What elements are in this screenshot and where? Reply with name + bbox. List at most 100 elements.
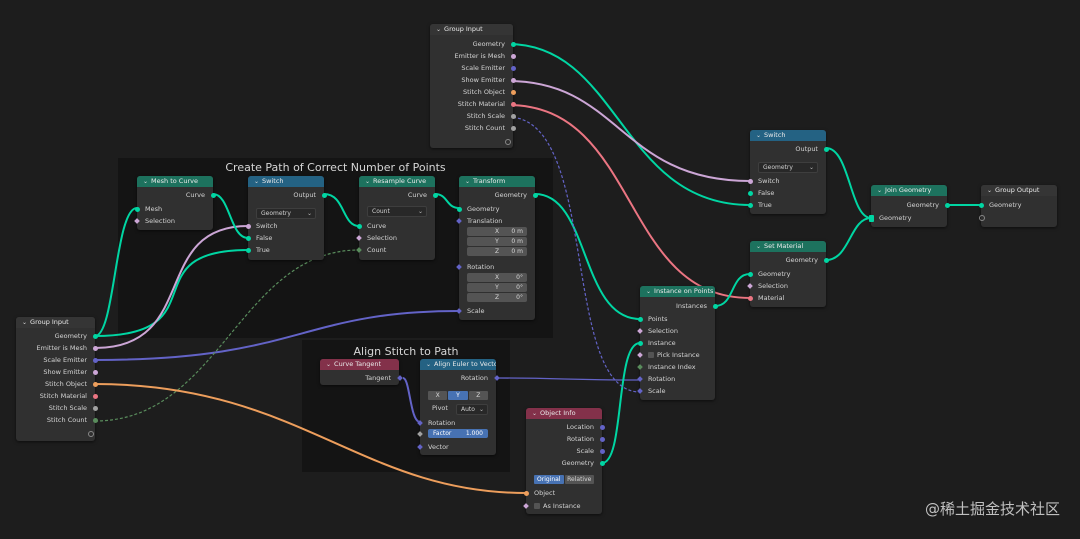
socket[interactable] bbox=[747, 271, 753, 277]
chevron-down-icon[interactable]: ⌄ bbox=[426, 361, 432, 368]
chevron-down-icon[interactable]: ⌄ bbox=[877, 187, 883, 194]
socket[interactable] bbox=[510, 41, 516, 47]
socket[interactable] bbox=[747, 202, 753, 208]
socket[interactable] bbox=[747, 178, 753, 184]
socket[interactable] bbox=[92, 393, 98, 399]
socket[interactable] bbox=[944, 202, 950, 208]
chevron-down-icon[interactable]: ⌄ bbox=[143, 178, 149, 185]
socket[interactable] bbox=[599, 460, 605, 466]
node-switch-2[interactable]: ⌄Switch Output Geometry⌄ Switch False Tr… bbox=[747, 130, 829, 214]
node-join-geometry[interactable]: ⌄Join Geometry Geometry Geometry bbox=[868, 185, 950, 227]
socket[interactable] bbox=[868, 214, 874, 222]
type-dropdown[interactable]: Geometry⌄ bbox=[758, 162, 818, 173]
socket[interactable] bbox=[637, 340, 643, 346]
socket[interactable] bbox=[134, 206, 140, 212]
socket[interactable] bbox=[88, 430, 94, 437]
node-switch-1[interactable]: ⌄Switch Output Geometry⌄ Switch False Tr… bbox=[245, 176, 327, 260]
socket[interactable] bbox=[978, 214, 985, 221]
socket[interactable] bbox=[321, 192, 327, 198]
socket[interactable] bbox=[210, 192, 216, 198]
node-instance-on-points[interactable]: ⌄Instance on Points Instances Points Sel… bbox=[636, 286, 718, 400]
node-header[interactable]: ⌄Switch bbox=[248, 176, 324, 187]
axis-x-button[interactable]: X bbox=[428, 391, 448, 400]
socket[interactable] bbox=[510, 89, 516, 95]
axis-selector[interactable]: X Y Z bbox=[428, 391, 488, 400]
node-resample-curve[interactable]: ⌄Resample Curve Curve Count⌄ Curve Selec… bbox=[355, 176, 438, 260]
node-header[interactable]: ⌄Group Input bbox=[430, 24, 513, 35]
socket[interactable] bbox=[747, 190, 753, 196]
socket[interactable] bbox=[823, 257, 829, 263]
node-group-output[interactable]: ⌄Group Output Geometry bbox=[978, 185, 1057, 227]
socket[interactable] bbox=[978, 202, 984, 208]
socket[interactable] bbox=[92, 345, 98, 351]
node-group-input-top[interactable]: ⌄Group Input Geometry Emitter is Mesh Sc… bbox=[430, 24, 516, 148]
socket[interactable] bbox=[505, 138, 511, 145]
socket[interactable] bbox=[245, 223, 251, 229]
node-transform[interactable]: ⌄Transform Geometry Geometry Translation… bbox=[455, 176, 538, 320]
chevron-down-icon[interactable]: ⌄ bbox=[987, 187, 993, 194]
socket[interactable] bbox=[599, 436, 605, 442]
socket[interactable] bbox=[510, 113, 516, 119]
node-group-input-left[interactable]: ⌄Group Input Geometry Emitter is Mesh Sc… bbox=[16, 317, 98, 441]
socket[interactable] bbox=[599, 448, 605, 454]
chevron-down-icon[interactable]: ⌄ bbox=[326, 361, 332, 368]
socket[interactable] bbox=[92, 333, 98, 339]
chevron-down-icon[interactable]: ⌄ bbox=[532, 410, 538, 417]
axis-y-button[interactable]: Y bbox=[448, 391, 468, 400]
node-header[interactable]: ⌄Group Output bbox=[981, 185, 1057, 196]
node-mesh-to-curve[interactable]: ⌄Mesh to Curve Curve Mesh Selection bbox=[133, 176, 216, 230]
chevron-down-icon[interactable]: ⌄ bbox=[22, 319, 28, 326]
socket[interactable] bbox=[523, 490, 529, 496]
mode-relative-button[interactable]: Relative bbox=[564, 475, 594, 484]
chevron-down-icon[interactable]: ⌄ bbox=[646, 288, 652, 295]
socket[interactable] bbox=[510, 65, 516, 71]
socket[interactable] bbox=[712, 303, 718, 309]
node-curve-tangent[interactable]: ⌄Curve Tangent Tangent bbox=[320, 359, 403, 385]
socket[interactable] bbox=[92, 417, 98, 423]
axis-z-button[interactable]: Z bbox=[468, 391, 488, 400]
type-dropdown[interactable]: Geometry⌄ bbox=[256, 208, 316, 219]
socket[interactable] bbox=[92, 357, 98, 363]
node-header[interactable]: ⌄Transform bbox=[459, 176, 535, 187]
socket[interactable] bbox=[510, 77, 516, 83]
node-header[interactable]: ⌄Mesh to Curve bbox=[137, 176, 213, 187]
mode-selector[interactable]: Original Relative bbox=[534, 475, 594, 484]
node-header[interactable]: ⌄Switch bbox=[750, 130, 826, 141]
chevron-down-icon[interactable]: ⌄ bbox=[756, 132, 762, 139]
chevron-down-icon[interactable]: ⌄ bbox=[756, 243, 762, 250]
as-instance-checkbox[interactable]: As Instance bbox=[522, 501, 602, 511]
chevron-down-icon[interactable]: ⌄ bbox=[365, 178, 371, 185]
pick-instance-checkbox[interactable]: Pick Instance bbox=[636, 350, 715, 360]
node-header[interactable]: ⌄Set Material bbox=[750, 241, 826, 252]
chevron-down-icon[interactable]: ⌄ bbox=[465, 178, 471, 185]
node-set-material[interactable]: ⌄Set Material Geometry Geometry Selectio… bbox=[746, 241, 829, 307]
mode-original-button[interactable]: Original bbox=[534, 475, 564, 484]
socket[interactable] bbox=[245, 235, 251, 241]
node-header[interactable]: ⌄Align Euler to Vector bbox=[420, 359, 496, 370]
node-header[interactable]: ⌄Object Info bbox=[526, 408, 602, 419]
socket[interactable] bbox=[456, 206, 462, 212]
node-header[interactable]: ⌄Group Input bbox=[16, 317, 95, 328]
socket[interactable] bbox=[92, 369, 98, 375]
socket[interactable] bbox=[510, 125, 516, 131]
node-object-info[interactable]: ⌄Object Info Location Rotation Scale Geo… bbox=[522, 408, 605, 514]
checkbox[interactable] bbox=[648, 352, 654, 358]
socket[interactable] bbox=[747, 295, 753, 301]
socket[interactable] bbox=[510, 101, 516, 107]
node-header[interactable]: ⌄Instance on Points bbox=[640, 286, 715, 297]
socket[interactable] bbox=[637, 316, 643, 322]
socket[interactable] bbox=[823, 146, 829, 152]
node-header[interactable]: ⌄Curve Tangent bbox=[320, 359, 399, 370]
socket[interactable] bbox=[356, 223, 362, 229]
socket[interactable] bbox=[532, 192, 538, 198]
pivot-dropdown[interactable]: Auto⌄ bbox=[456, 404, 488, 415]
mode-dropdown[interactable]: Count⌄ bbox=[367, 206, 427, 217]
socket[interactable] bbox=[599, 424, 605, 430]
socket[interactable] bbox=[432, 192, 438, 198]
checkbox[interactable] bbox=[534, 503, 540, 509]
